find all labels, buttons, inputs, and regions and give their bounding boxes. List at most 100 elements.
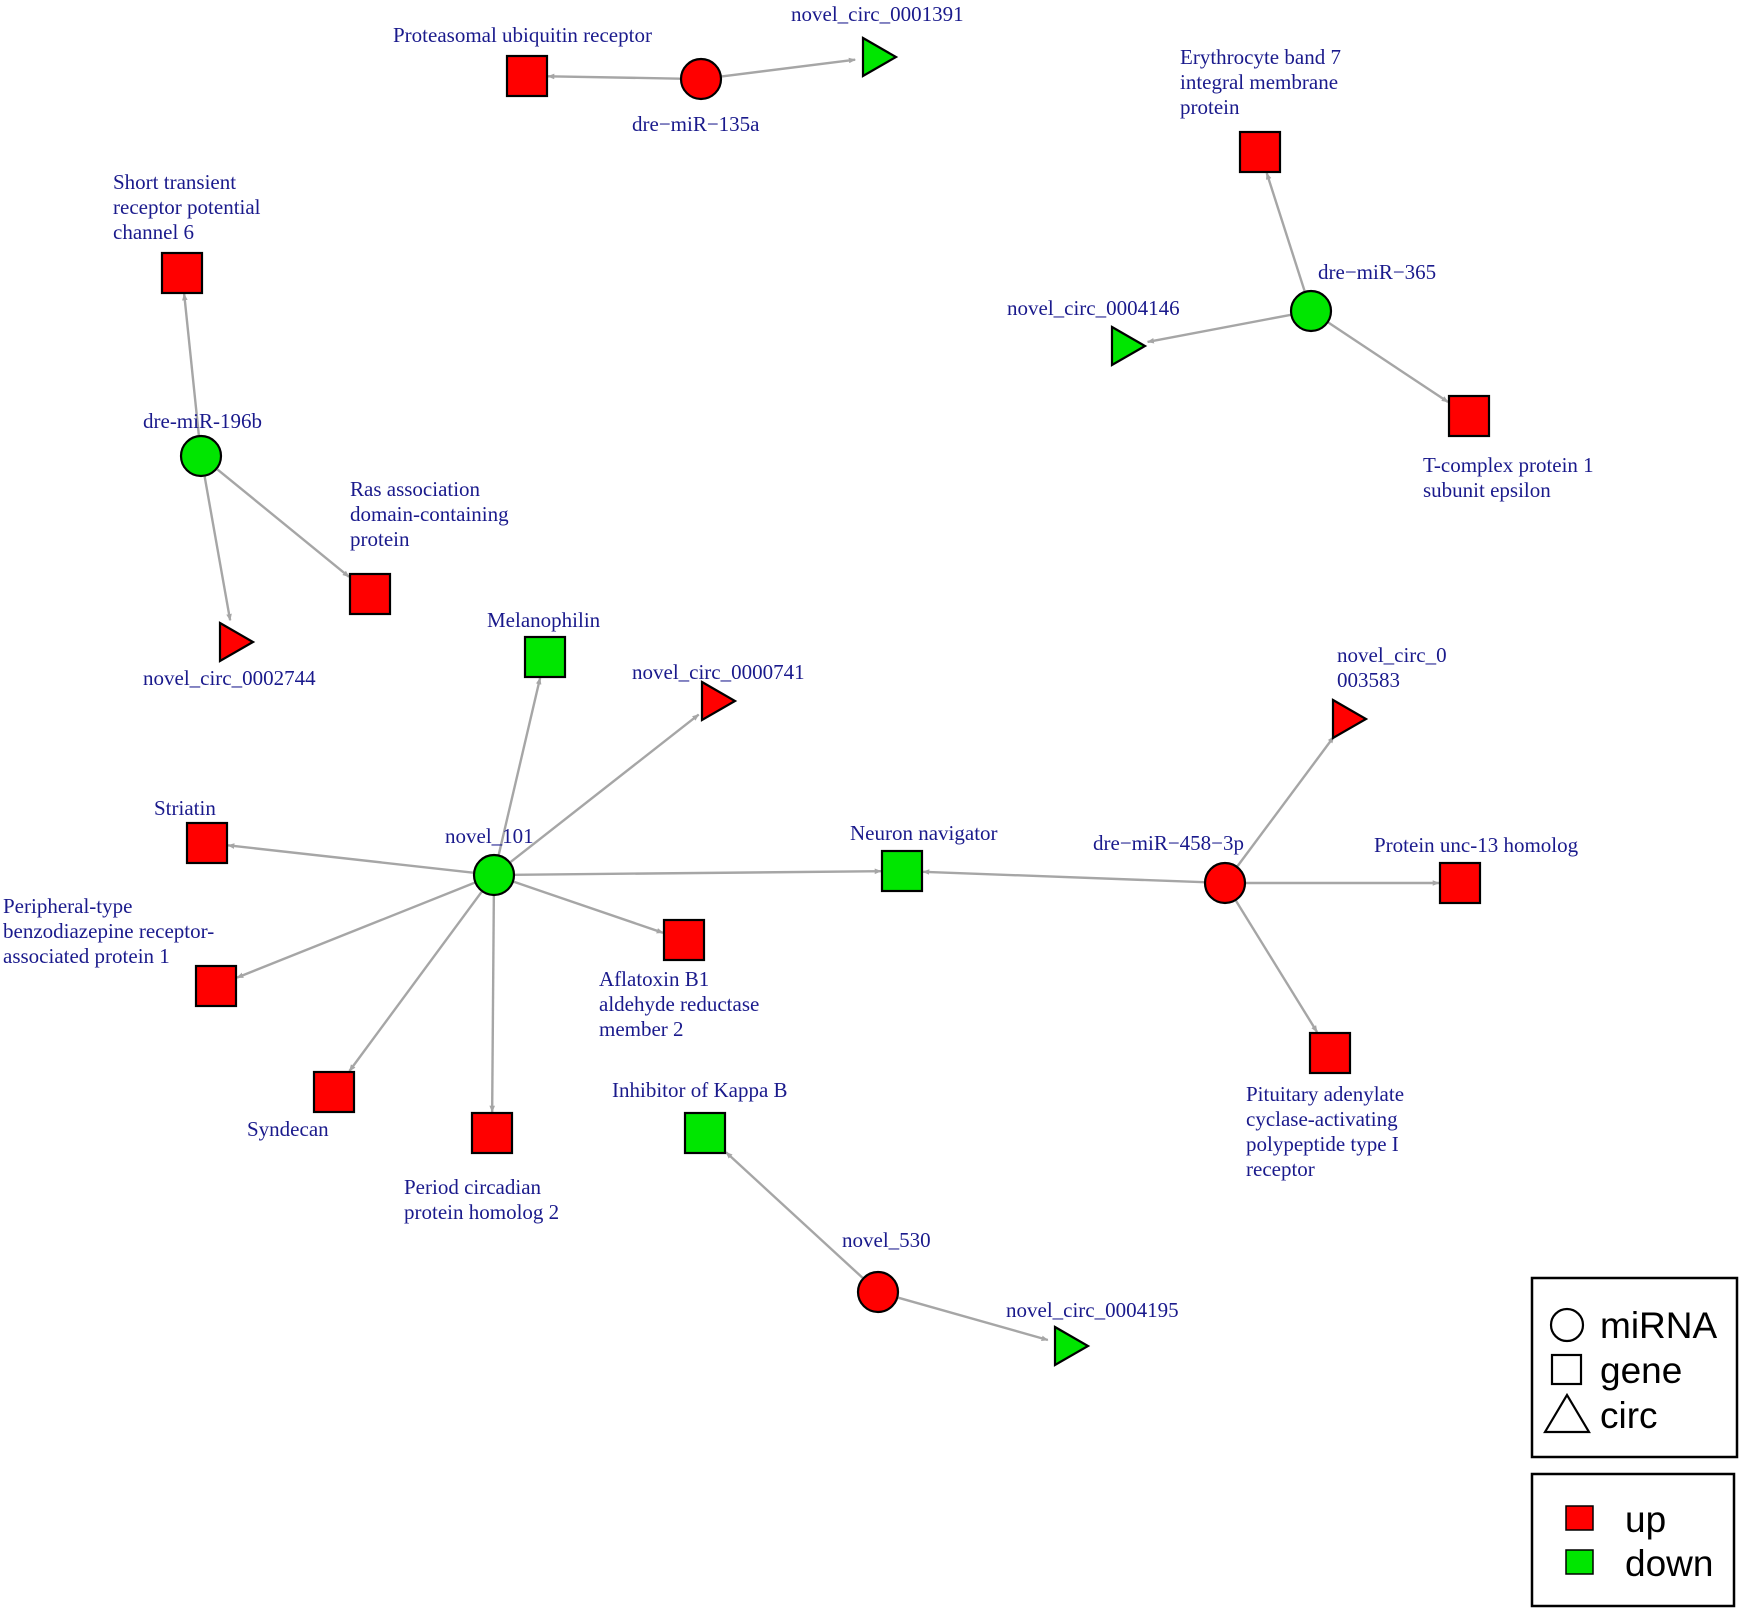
label-line: Neuron navigator xyxy=(850,821,998,845)
node-circ4195 xyxy=(1053,1325,1091,1367)
edge-nov101-melano xyxy=(497,677,542,855)
labels-layer: dre−miR−135a Proteasomal ubiquitin recept… xyxy=(3,2,1594,1322)
label-line: channel 6 xyxy=(113,220,194,244)
label-line: novel_circ_0001391 xyxy=(791,2,964,26)
edge-miR365-circ4146 xyxy=(1146,313,1291,344)
edge-nov101-pbr xyxy=(236,881,475,979)
label-line: dre-miR-196b xyxy=(143,409,262,433)
edges-layer xyxy=(182,57,1449,1342)
edge-miR196b-ras xyxy=(216,468,350,578)
node-tcp1 xyxy=(1447,394,1491,438)
label-prot_ubq: Proteasomal ubiquitin receptor xyxy=(393,23,652,47)
label-line: Protein unc-13 homolog xyxy=(1374,833,1579,857)
edge-nov101-neuron xyxy=(514,868,882,876)
label-line: Striatin xyxy=(154,796,216,820)
label-line: Aflatoxin B1 xyxy=(599,967,709,991)
node-miR135a xyxy=(679,57,723,101)
label-line: T-complex protein 1 xyxy=(1423,453,1594,477)
legend-square-icon xyxy=(1550,1353,1583,1386)
label-line: novel_circ_0004146 xyxy=(1007,296,1180,320)
node-ikb xyxy=(683,1111,727,1155)
label-syndecan: Syndecan xyxy=(247,1117,329,1141)
label-line: Pituitary adenylate xyxy=(1246,1082,1404,1106)
label-nov101: novel_101 xyxy=(445,824,534,848)
edge-nov101-per2 xyxy=(489,895,496,1113)
label-line: dre−miR−365 xyxy=(1318,260,1436,284)
edge-nov530-ikb xyxy=(725,1151,864,1279)
edge-nov101-syndecan xyxy=(348,891,483,1072)
nodes-layer xyxy=(160,36,1491,1367)
node-afb1 xyxy=(662,918,706,962)
node-ras xyxy=(348,572,392,616)
label-line: benzodiazepine receptor- xyxy=(3,919,214,943)
node-unc13 xyxy=(1438,861,1482,905)
edge-miR458-circ3583 xyxy=(1236,735,1335,867)
label-miR135a: dre−miR−135a xyxy=(632,112,760,136)
legend-shape-label: miRNA xyxy=(1600,1305,1717,1346)
edge-nov530-circ4195 xyxy=(897,1296,1049,1342)
label-circ2744: novel_circ_0002744 xyxy=(143,666,316,690)
label-line: 003583 xyxy=(1337,668,1400,692)
edge-nov101-afb1 xyxy=(513,880,664,934)
edge-miR135a-circ1391 xyxy=(721,57,856,78)
edge-miR365-ery7 xyxy=(1265,172,1306,292)
node-neuron xyxy=(880,849,924,893)
node-trpc6 xyxy=(160,251,204,295)
label-circ741: novel_circ_0000741 xyxy=(632,660,805,684)
node-miR458 xyxy=(1203,861,1247,905)
node-pacap xyxy=(1308,1031,1352,1075)
node-melano xyxy=(523,635,567,679)
label-neuron: Neuron navigator xyxy=(850,821,998,845)
label-ikb: Inhibitor of Kappa B xyxy=(612,1078,788,1102)
label-striatin: Striatin xyxy=(154,796,216,820)
legend-circle-icon xyxy=(1549,1307,1585,1343)
label-line: novel_circ_0000741 xyxy=(632,660,805,684)
edge-nov101-circ741 xyxy=(509,713,700,863)
node-circ4146 xyxy=(1110,325,1148,367)
node-prot_ubq xyxy=(505,54,549,98)
node-circ1391 xyxy=(861,36,899,78)
label-line: Ras association xyxy=(350,477,481,501)
legend-shape-label: circ xyxy=(1600,1395,1658,1436)
label-line: Melanophilin xyxy=(487,608,601,632)
node-miR196b xyxy=(179,434,223,478)
label-melano: Melanophilin xyxy=(487,608,601,632)
label-line: novel_101 xyxy=(445,824,534,848)
label-line: Proteasomal ubiquitin receptor xyxy=(393,23,652,47)
label-line: Short transient xyxy=(113,170,236,194)
legend-triangle-icon xyxy=(1543,1392,1591,1434)
label-line: Period circadian xyxy=(404,1175,542,1199)
legend-shape-box xyxy=(1530,1276,1739,1459)
label-line: Erythrocyte band 7 xyxy=(1180,45,1341,69)
node-circ2744 xyxy=(218,621,256,663)
label-line: member 2 xyxy=(599,1017,684,1041)
label-line: novel_530 xyxy=(842,1228,931,1252)
legend-shape-label: gene xyxy=(1600,1350,1682,1391)
node-pbr xyxy=(194,964,238,1008)
label-circ4146: novel_circ_0004146 xyxy=(1007,296,1180,320)
label-line: integral membrane xyxy=(1180,70,1338,94)
label-line: receptor xyxy=(1246,1157,1315,1181)
label-line: cyclase-activating xyxy=(1246,1107,1398,1131)
label-line: protein xyxy=(350,527,410,551)
label-line: protein homolog 2 xyxy=(404,1200,559,1224)
label-circ1391: novel_circ_0001391 xyxy=(791,2,964,26)
legend-color-label: up xyxy=(1625,1499,1666,1540)
legend-color-label: down xyxy=(1625,1543,1713,1584)
label-unc13: Protein unc-13 homolog xyxy=(1374,833,1579,857)
label-circ4195: novel_circ_0004195 xyxy=(1006,1298,1179,1322)
label-line: associated protein 1 xyxy=(3,944,170,968)
label-line: dre−miR−458−3p xyxy=(1093,831,1244,855)
node-ery7 xyxy=(1238,130,1282,174)
node-circ741 xyxy=(700,680,738,722)
legend-color-box xyxy=(1530,1472,1736,1608)
edge-miR458-pacap xyxy=(1235,900,1319,1033)
label-line: Peripheral-type xyxy=(3,894,132,918)
